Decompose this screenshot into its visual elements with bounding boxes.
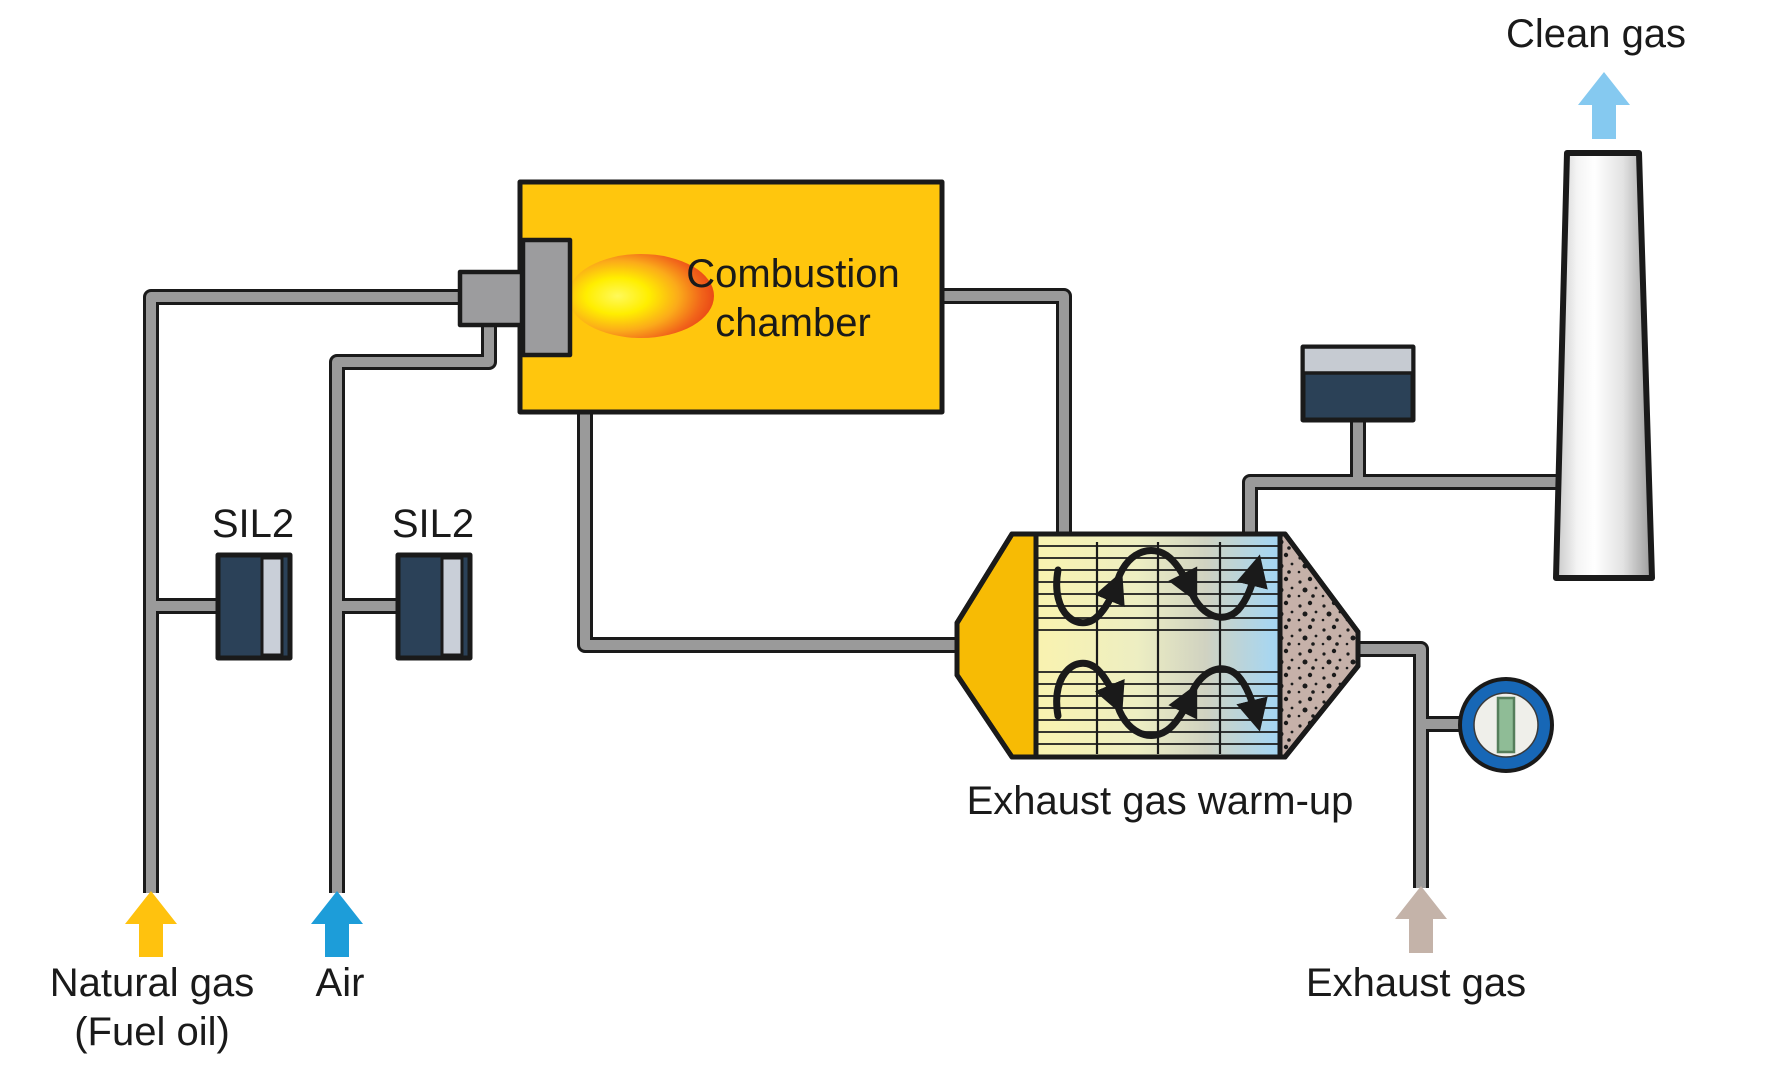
exhaust-gas-warmup-label: Exhaust gas warm-up bbox=[966, 779, 1354, 823]
sil2-air-label: SIL2 bbox=[391, 502, 475, 546]
sil2-valve-air bbox=[395, 552, 473, 661]
burner-outer-block bbox=[457, 269, 525, 328]
damper-actuator bbox=[1300, 344, 1416, 423]
natural-gas-label-line1: Natural gas bbox=[49, 961, 255, 1005]
combustion-chamber-label-line1: Combustion bbox=[686, 252, 900, 296]
exhaust-gas-arrow-icon bbox=[1395, 886, 1447, 953]
combustion-chamber-label: Combustion chamber bbox=[686, 250, 899, 348]
exhaust-gas-label: Exhaust gas bbox=[1305, 961, 1527, 1005]
exchanger-outlet-cone bbox=[1277, 531, 1361, 760]
sil2-fuel-label: SIL2 bbox=[211, 502, 295, 546]
gas-flow-wave-arrows bbox=[1053, 547, 1268, 739]
air-label: Air bbox=[315, 961, 365, 1005]
stack bbox=[1553, 150, 1655, 581]
combustion-chamber-body bbox=[517, 179, 945, 415]
combustion-chamber-label-line2: chamber bbox=[715, 300, 871, 345]
flame-icon bbox=[568, 254, 714, 338]
exchanger-outline bbox=[954, 531, 1361, 760]
sil2-valve-fuel bbox=[215, 552, 293, 661]
exchanger-inlet-cone bbox=[954, 531, 1039, 760]
natural-gas-label-line2: (Fuel oil) bbox=[74, 1009, 230, 1054]
combustion-chamber bbox=[457, 179, 945, 415]
clean-gas-label: Clean gas bbox=[1505, 12, 1687, 56]
natural-gas-arrow-icon bbox=[125, 891, 177, 957]
natural-gas-label: Natural gas (Fuel oil) bbox=[50, 959, 255, 1057]
heat-exchanger bbox=[954, 531, 1361, 760]
clean-gas-arrow-icon bbox=[1578, 72, 1630, 139]
air-arrow-icon bbox=[311, 891, 363, 957]
pressure-gauge bbox=[1458, 677, 1554, 773]
burner-inner-block bbox=[520, 237, 573, 358]
